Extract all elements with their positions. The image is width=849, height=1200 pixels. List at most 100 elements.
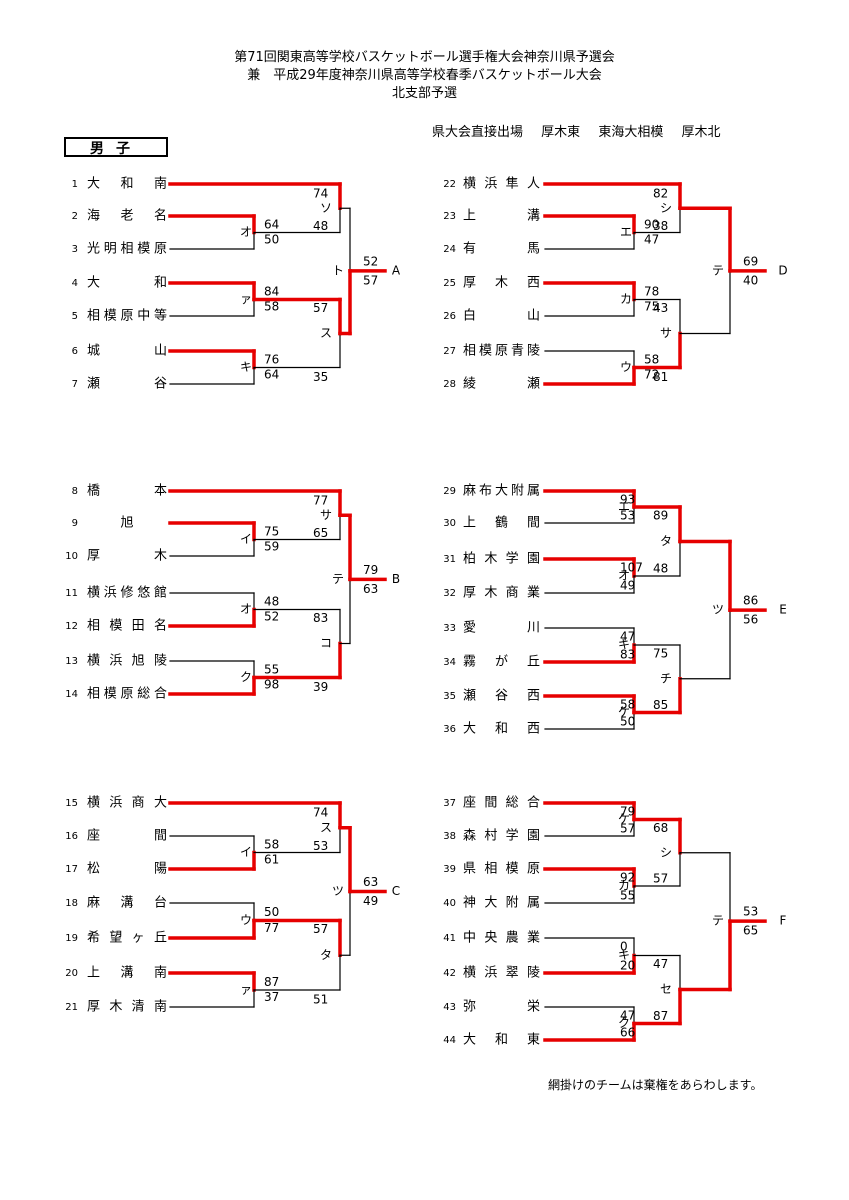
final-score: 53 [743, 905, 758, 919]
game-label: コ [320, 636, 332, 650]
game-label: キ [240, 360, 252, 374]
team-name: 相模原青陵 [463, 344, 540, 359]
team-number: 12 [65, 621, 78, 632]
score: 47 [620, 1009, 635, 1023]
team-name: 横浜旭陵 [87, 654, 167, 669]
game-label: ウ [240, 913, 252, 927]
score: 39 [313, 680, 328, 694]
game-label: キ [618, 948, 630, 962]
block-label: F [780, 914, 787, 928]
score: 57 [313, 301, 328, 315]
score: 50 [264, 232, 279, 246]
team-number: 31 [443, 554, 456, 565]
score: 79 [620, 805, 635, 819]
score: 75 [644, 299, 659, 313]
team-name: 相模原中等 [87, 308, 167, 324]
team-number: 42 [443, 968, 456, 979]
score: 107 [620, 561, 643, 575]
team-name: 光明相模原 [87, 242, 167, 257]
team-number: 16 [65, 831, 78, 842]
team-name: 座間総合 [463, 796, 540, 811]
score: 93 [620, 493, 635, 507]
score: 43 [653, 301, 668, 315]
final-score: 63 [363, 582, 378, 596]
game-label: ァ [240, 292, 252, 306]
team-number: 7 [72, 379, 78, 390]
block-label: A [392, 263, 401, 277]
score: 75 [264, 525, 279, 539]
forfeit-note: 網掛けのチームは棄権をあらわします。 [548, 1078, 763, 1092]
game-label: オ [240, 225, 252, 239]
score: 20 [620, 959, 635, 973]
game-label: カ [620, 292, 632, 306]
game-label: エ [618, 500, 630, 514]
game-label: サ [660, 326, 672, 340]
team-name: 横浜修悠館 [87, 586, 167, 601]
team-number: 3 [72, 244, 78, 255]
game-label: シ [660, 845, 672, 859]
game-label: チ [660, 671, 672, 685]
score: 83 [313, 611, 328, 625]
game-label: タ [320, 948, 332, 962]
score: 81 [653, 370, 668, 384]
team-number: 37 [443, 798, 456, 809]
score: 75 [653, 647, 668, 661]
team-name: 厚木西 [463, 276, 540, 291]
team-number: 39 [443, 864, 456, 875]
team-name: 城山 [87, 344, 167, 359]
direct-entry: 県大会直接出場 厚木東 東海大相模 厚木北 [432, 121, 734, 140]
score: 49 [620, 579, 635, 593]
final-label: テ [712, 263, 724, 277]
score: 0 [620, 940, 628, 954]
team-name: 神大附属 [463, 896, 540, 911]
team-number: 11 [65, 588, 78, 599]
team-name: 上溝 [463, 209, 540, 224]
team-name: 柏木学園 [463, 551, 540, 567]
score: 47 [620, 630, 635, 644]
game-label: ク [618, 1016, 630, 1030]
score: 74 [313, 187, 328, 201]
gender-label: 男子 [64, 137, 168, 157]
team-number: 38 [443, 831, 456, 842]
team-name: 愛川 [463, 621, 540, 636]
game-label: カ [618, 879, 630, 893]
team-number: 32 [443, 588, 456, 599]
final-score: 49 [363, 894, 378, 908]
team-number: 26 [443, 311, 456, 322]
score: 48 [264, 595, 279, 609]
score: 78 [644, 285, 659, 299]
final-score: 40 [743, 273, 758, 287]
team-number: 24 [443, 244, 456, 255]
title-line-1: 第71回関東高等学校バスケットボール選手権大会神奈川県予選会 [234, 50, 615, 65]
score: 68 [653, 821, 668, 835]
team-name: 希望ヶ丘 [87, 930, 167, 946]
team-number: 36 [443, 724, 456, 735]
direct-entry-team: 厚木北 [681, 125, 721, 140]
score: 55 [620, 889, 635, 903]
score: 61 [264, 852, 279, 866]
game-label: ケ [618, 812, 630, 826]
team-name: 大和南 [87, 176, 167, 192]
score: 47 [644, 232, 659, 246]
team-name: 県相模原 [463, 862, 540, 877]
game-label: ウ [620, 360, 632, 374]
direct-entry-team: 東海大相模 [598, 125, 664, 140]
team-name: 厚木商業 [463, 585, 540, 601]
final-score: 57 [363, 273, 378, 287]
team-name: 横浜商大 [87, 796, 167, 811]
team-number: 43 [443, 1002, 456, 1013]
team-name: 横浜隼人 [463, 176, 540, 192]
final-label: テ [712, 914, 724, 928]
score: 98 [264, 677, 279, 691]
score: 58 [264, 299, 279, 313]
team-number: 27 [443, 346, 456, 357]
team-number: 35 [443, 691, 456, 702]
team-number: 5 [72, 311, 78, 322]
score: 47 [653, 957, 668, 971]
score: 38 [653, 219, 668, 233]
block-label: C [392, 884, 400, 898]
team-name: 霧が丘 [463, 655, 540, 670]
score: 76 [264, 353, 279, 367]
game-label: キ [618, 638, 630, 652]
